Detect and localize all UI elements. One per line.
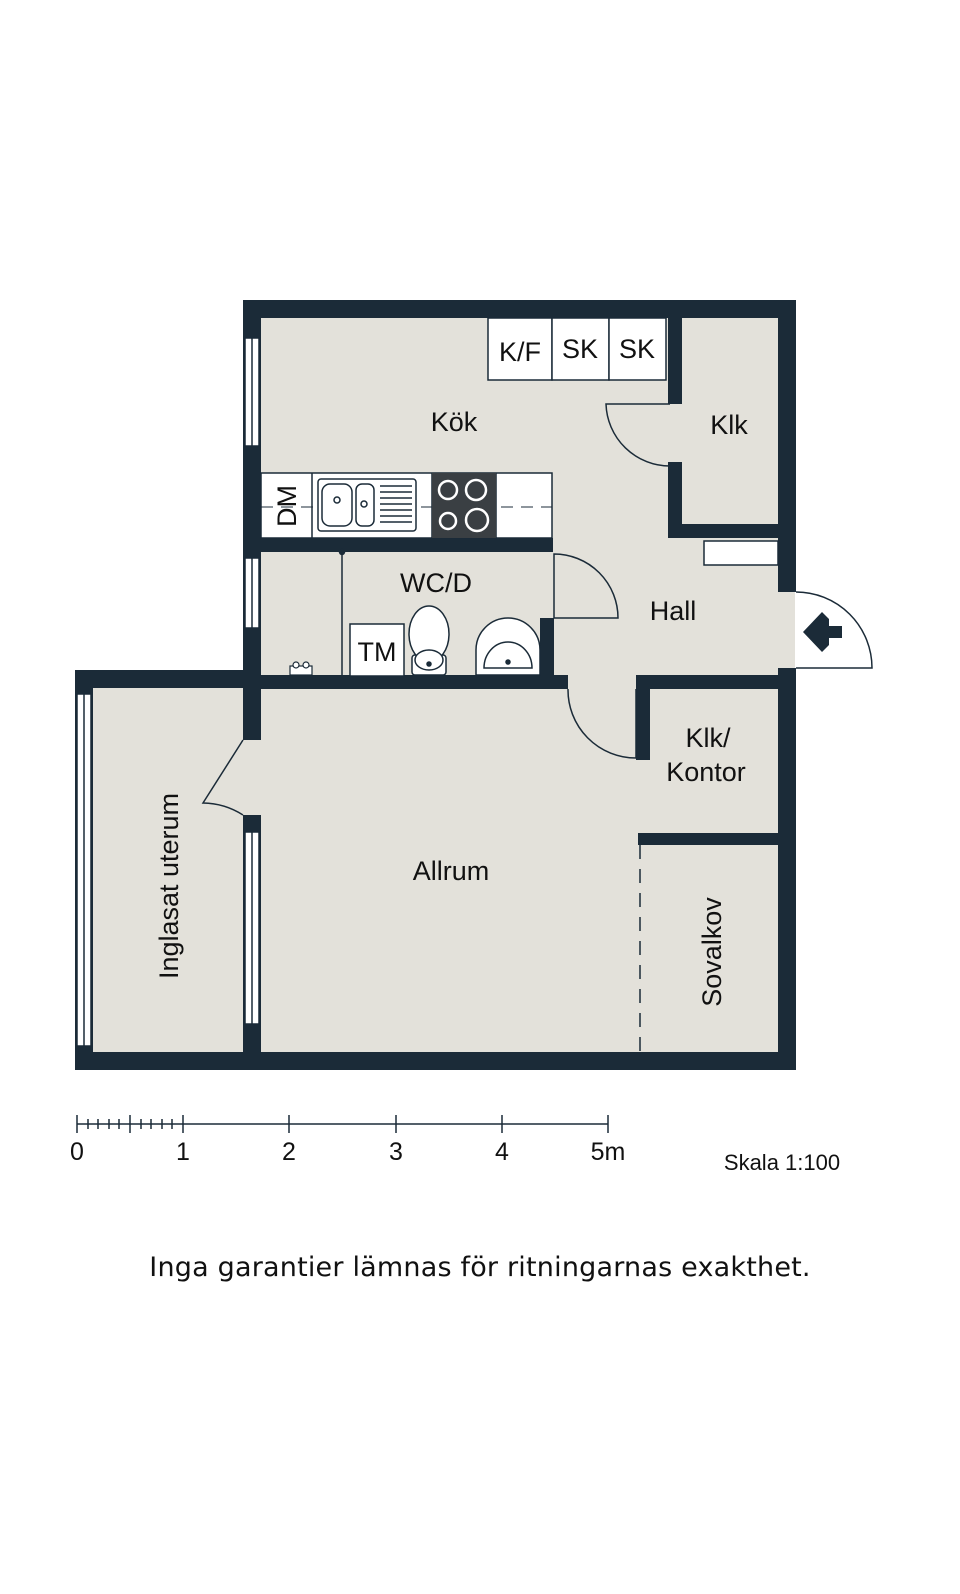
- floor-areas: [77, 310, 795, 1070]
- scale-tick-4: 4: [495, 1138, 509, 1166]
- door-uterum: [201, 739, 244, 816]
- wall-kontor-bottom: [638, 833, 796, 845]
- windows: [76, 337, 260, 1047]
- label-dm: DM: [272, 485, 302, 527]
- washing-machine: [349, 623, 405, 677]
- scale-tick-1: 1: [176, 1138, 190, 1166]
- room-label-klk: Klk: [710, 410, 748, 440]
- floor-uterum: [77, 680, 257, 1070]
- scale-tick-5: 5m: [591, 1138, 626, 1166]
- scale-tick-3: 3: [389, 1138, 403, 1166]
- room-label-kok: Kök: [431, 407, 478, 437]
- wall-right-upper: [778, 300, 796, 592]
- label-kf: K/F: [499, 337, 541, 367]
- room-label-hall: Hall: [650, 596, 697, 626]
- scale-bar: [76, 1115, 609, 1133]
- wall-kontor-top: [636, 675, 796, 689]
- wall-klk-left-lower: [668, 462, 682, 530]
- cabinet-sk2: [608, 317, 667, 381]
- floor-main: [250, 310, 795, 1070]
- scale-label: Skala 1:100: [724, 1150, 840, 1175]
- label-sk2: SK: [619, 334, 655, 364]
- room-label-inglasat: Inglasat uterum: [154, 793, 184, 979]
- stove-icon: [432, 473, 496, 538]
- door-klk: [605, 403, 671, 467]
- toilet-icon: [408, 605, 450, 676]
- label-sk1: SK: [562, 334, 598, 364]
- wc-fixtures: [338, 548, 405, 677]
- entrance-arrow-icon: [803, 612, 842, 652]
- wall-right-lower: [778, 668, 796, 1070]
- room-labels: Kök Klk WC/D Hall Klk/ Kontor Allrum Ing…: [154, 407, 748, 1007]
- faucet-icon: [289, 661, 313, 676]
- wall-bottom: [75, 1052, 796, 1070]
- room-label-klk-kontor-1: Klk/: [685, 723, 731, 753]
- room-label-sovalkov: Sovalkov: [697, 897, 727, 1007]
- room-label-klk-kontor-2: Kontor: [666, 757, 746, 787]
- wall-klk-bottom: [668, 524, 796, 538]
- label-tm: TM: [358, 637, 397, 667]
- scale-tick-2: 2: [282, 1138, 296, 1166]
- cabinet-kf: [487, 317, 553, 381]
- disclaimer: Inga garantier lämnas för ritningarnas e…: [149, 1252, 811, 1283]
- fixture-labels: K/F SK SK DM TM: [272, 334, 655, 667]
- door-wc: [553, 553, 619, 619]
- door-allrum: [567, 688, 637, 759]
- scale-bar-labels: 0 1 2 3 4 5m Skala 1:100: [70, 1138, 840, 1175]
- scale-tick-0: 0: [70, 1138, 84, 1166]
- wall-wc-bottom: [243, 675, 568, 689]
- wall-wc-right: [540, 618, 554, 680]
- wall-kontor-left: [636, 675, 650, 760]
- wall-uterum-top: [75, 670, 261, 688]
- wall-wc-top: [243, 538, 553, 552]
- cabinet-sk1: [551, 317, 610, 381]
- sink-icon: [317, 478, 417, 532]
- wall-top: [243, 300, 796, 318]
- room-label-allrum: Allrum: [413, 856, 490, 886]
- room-label-wcd: WC/D: [400, 568, 472, 598]
- washbasin-icon: [475, 617, 541, 676]
- hall-shelf: [703, 540, 779, 566]
- wall-klk-left-upper: [668, 318, 682, 404]
